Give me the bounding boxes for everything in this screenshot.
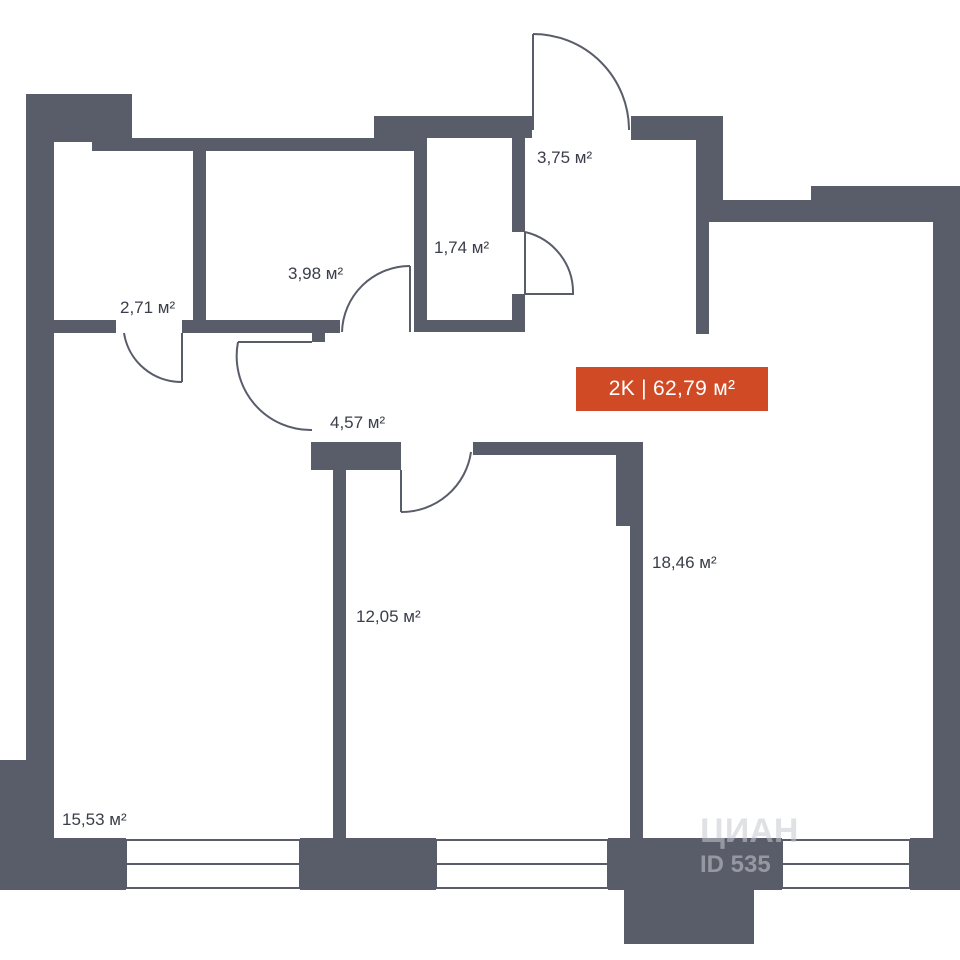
walls: [0, 94, 960, 944]
area-living-kitchen: 18,46 м²: [652, 553, 717, 572]
windows: [125, 839, 911, 889]
watermark: ЦИАН ID 535: [700, 812, 798, 878]
area-storage-left: 2,71 м²: [120, 298, 175, 317]
area-hall: 4,57 м²: [330, 413, 385, 432]
watermark-id: ID 535: [700, 851, 771, 878]
area-bathroom: 3,98 м²: [288, 264, 343, 283]
doors: [123, 33, 630, 514]
watermark-brand: ЦИАН: [700, 812, 798, 850]
area-labels: 2,71 м² 3,98 м² 1,74 м² 3,75 м² 4,57 м² …: [62, 148, 717, 829]
area-wc: 1,74 м²: [434, 238, 489, 257]
area-bedroom-middle: 12,05 м²: [356, 607, 421, 626]
apartment-badge: 2K | 62,79 м²: [576, 367, 768, 411]
area-entrance: 3,75 м²: [537, 148, 592, 167]
area-bedroom-left: 15,53 м²: [62, 810, 127, 829]
